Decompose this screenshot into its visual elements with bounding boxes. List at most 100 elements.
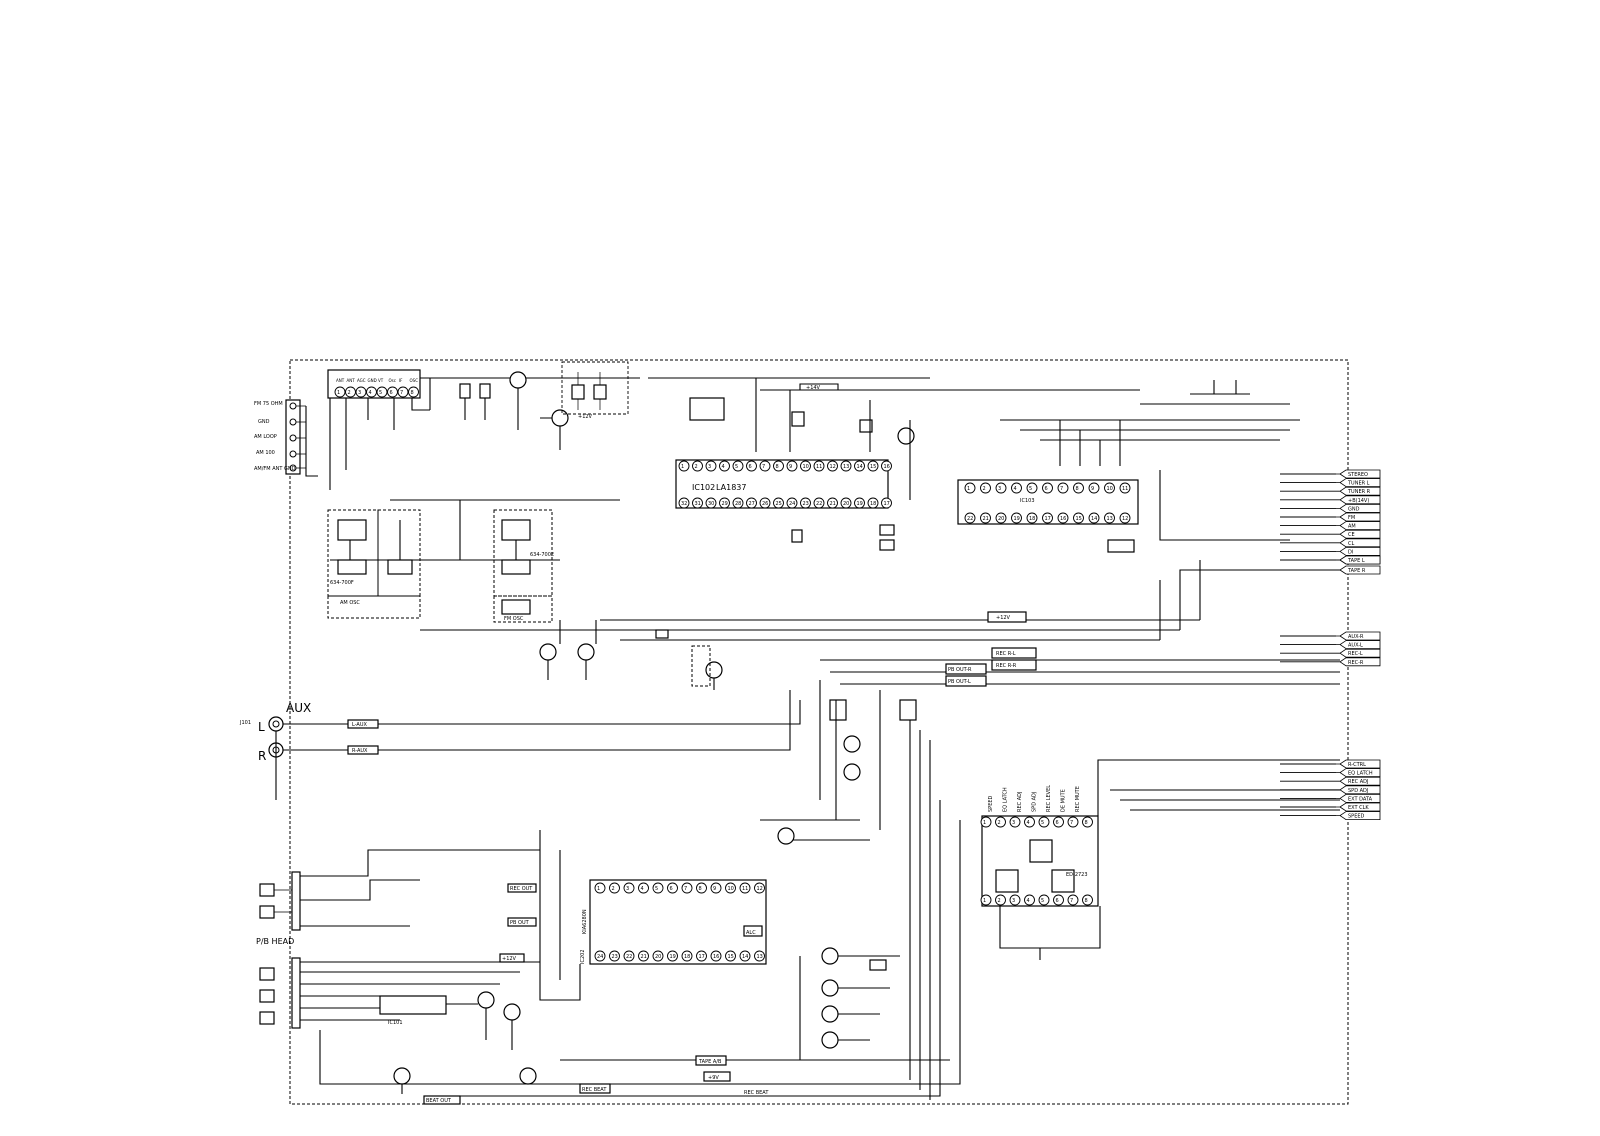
aux-input-jack: AUX J101 L R L-AUX R-AUX bbox=[239, 690, 801, 800]
ic301-pin bbox=[1082, 894, 1093, 906]
signal-buses: +12V +14V REC R-L REC R-R PB OUT-R PB OU… bbox=[600, 383, 1340, 687]
connector-label: GND bbox=[1348, 506, 1360, 512]
ic202-pin-number: 5 bbox=[655, 886, 658, 892]
ic301-pin-number: 8 bbox=[1085, 898, 1088, 904]
osc-cf-label-1: 634-700F bbox=[330, 580, 354, 586]
tuner-pin bbox=[376, 386, 388, 398]
v9-tag: +9V bbox=[708, 1075, 719, 1081]
connector-tag bbox=[1336, 555, 1381, 565]
tuner-pin bbox=[355, 386, 367, 398]
connector-label: +B(14V) bbox=[1348, 498, 1369, 504]
ic103-pin bbox=[1042, 482, 1053, 494]
ic102-pin bbox=[773, 497, 784, 509]
ic102-pin-number: 26 bbox=[762, 501, 768, 507]
ic103-pin bbox=[1042, 512, 1053, 524]
ic102-pin-number: 20 bbox=[843, 501, 849, 507]
ic202-pin-number: 21 bbox=[641, 954, 647, 960]
ic103-pin-number: 14 bbox=[1091, 516, 1097, 522]
connector-tag bbox=[1336, 486, 1381, 496]
ic102-pin bbox=[732, 497, 744, 509]
ic202-pin bbox=[681, 950, 693, 962]
ic102-pin bbox=[773, 460, 784, 472]
ic103-pin-number: 13 bbox=[1107, 516, 1113, 522]
bus-label-14v: +14V bbox=[806, 385, 821, 391]
ic101-ref: IC101 bbox=[388, 1020, 403, 1026]
ic301-pin bbox=[1067, 816, 1079, 828]
connector-tag bbox=[1336, 547, 1381, 556]
ic301-pin bbox=[995, 894, 1006, 906]
ic103-pin-number: 20 bbox=[998, 516, 1004, 522]
ic202-pin bbox=[594, 950, 606, 962]
ic102-pin bbox=[827, 460, 838, 472]
ic102-pin-number: 7 bbox=[762, 464, 765, 470]
l-aux-tag: L-AUX bbox=[352, 722, 367, 728]
ic301-pin bbox=[995, 816, 1006, 828]
tuner-pin-label: Osc bbox=[389, 378, 396, 383]
ic202-pin-number: 22 bbox=[626, 954, 632, 960]
ic102-pin bbox=[786, 460, 798, 472]
ic103-pin bbox=[1119, 512, 1131, 524]
tuner-pin bbox=[387, 386, 398, 398]
ic103-pin-number: 1 bbox=[967, 486, 970, 492]
connector-tag bbox=[1336, 529, 1381, 539]
aux-left-label: L bbox=[258, 720, 265, 734]
ic301-pin-number: 1 bbox=[983, 820, 986, 826]
aux-label: AUX bbox=[286, 701, 311, 715]
ic102-pin bbox=[678, 497, 690, 509]
svg-text:+12V: +12V bbox=[578, 414, 593, 420]
ic102-pin-number: 8 bbox=[776, 464, 779, 470]
tuner-pin-number: 7 bbox=[400, 390, 403, 396]
antenna-terminal-block: FM 75 OHM GND AM LOOP AM 100 AM/FM ANT G… bbox=[254, 399, 318, 477]
tuner-pin-label: AGC bbox=[357, 378, 366, 383]
connector-tag bbox=[1336, 776, 1381, 786]
ic103-pin bbox=[964, 512, 976, 524]
ic103-pin-number: 21 bbox=[983, 516, 989, 522]
am-osc-label: AM OSC bbox=[340, 600, 360, 606]
ic202-ref: IC202 bbox=[580, 949, 586, 964]
connector-tag bbox=[1336, 759, 1381, 769]
ic202-pin-number: 16 bbox=[713, 954, 719, 960]
connector-label: EXT CLK bbox=[1348, 805, 1369, 811]
ic102-pin bbox=[732, 460, 744, 472]
ic101-bias-block: IC101 bbox=[379, 991, 537, 1094]
ic102-pin bbox=[813, 497, 825, 509]
connector-label: TUNER L bbox=[1347, 481, 1370, 487]
connector-label: TAPE L bbox=[1347, 558, 1365, 564]
pb-out-tag: PB OUT bbox=[510, 920, 530, 926]
ic202-pin-number: 12 bbox=[757, 886, 763, 892]
connector-tag bbox=[1336, 640, 1381, 649]
tuner-pin bbox=[408, 386, 419, 398]
ic202-pin bbox=[609, 950, 620, 962]
bus-label-pb-out-r: PB OUT-R bbox=[948, 667, 972, 673]
ic202-pin bbox=[652, 882, 664, 894]
beat-out-tag: BEAT OUT bbox=[426, 1098, 452, 1104]
ic103-pin bbox=[964, 482, 976, 494]
ic103-pin-number: 5 bbox=[1029, 486, 1032, 492]
ic102-pin-number: 12 bbox=[830, 464, 836, 470]
ic202-pin-number: 24 bbox=[597, 954, 603, 960]
ic102-pin-number: 25 bbox=[776, 501, 782, 507]
pb-head-label: P/B HEAD bbox=[256, 937, 294, 946]
ic301-pin-number: 6 bbox=[1056, 898, 1059, 904]
ic202-pin-number: 6 bbox=[670, 886, 673, 892]
ic102-pin-number: 32 bbox=[681, 501, 687, 507]
ic102-pin bbox=[719, 497, 730, 509]
am-fm-oscillator-blocks: 634-700F AM OSC 634-700E FM OSC bbox=[327, 499, 620, 631]
connector-label: SPD ADJ bbox=[1348, 788, 1368, 794]
ic301-pin bbox=[1067, 894, 1079, 906]
ic202-pin bbox=[609, 882, 620, 894]
connector-tag bbox=[1336, 478, 1381, 487]
tuner-pin-number: 4 bbox=[369, 390, 372, 396]
ic103-pin bbox=[1088, 512, 1100, 524]
ic301-name: ED-2723 bbox=[1066, 872, 1088, 878]
tuner-pin-label: ANT bbox=[336, 378, 345, 383]
ic301-pin-number: 5 bbox=[1041, 820, 1044, 826]
ic102-pin-number: 1 bbox=[681, 464, 684, 470]
ic301-pin bbox=[1082, 816, 1093, 828]
ic202-pin bbox=[754, 882, 765, 894]
aux-right-label: R bbox=[258, 749, 266, 763]
